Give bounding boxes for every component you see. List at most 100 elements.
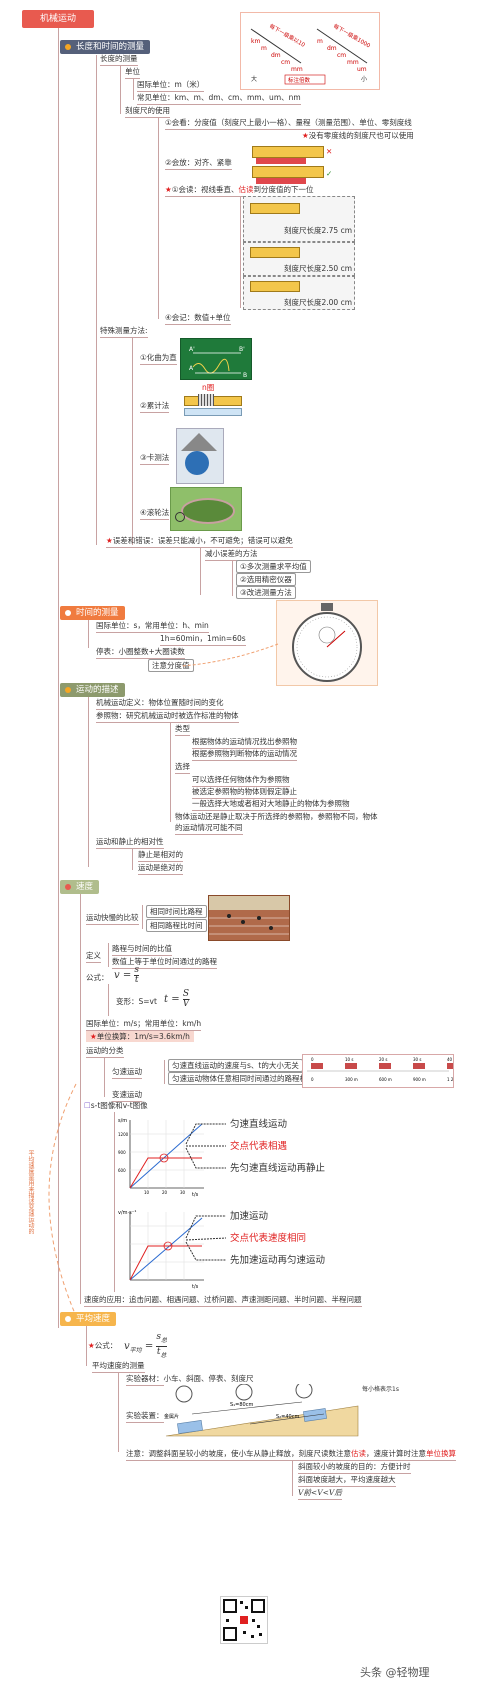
root-node[interactable]: 机械运动 xyxy=(22,10,94,28)
wrong-mark-icon: ✕ xyxy=(326,147,333,156)
method-clamp[interactable]: ③卡测法 xyxy=(140,452,170,465)
special-methods[interactable]: 特殊测量方法: xyxy=(100,325,148,338)
define-line xyxy=(108,943,109,967)
read-line xyxy=(240,196,241,308)
star-icon: ★ xyxy=(106,536,113,545)
unit-cm2: cm xyxy=(337,52,346,59)
common-unit: 常见单位：km、m、dm、cm、mm、um、nm xyxy=(137,92,301,105)
place-rule[interactable]: ②会放：对齐、紧靠 xyxy=(165,157,232,170)
qr-code xyxy=(220,1596,268,1644)
uniform-1: 匀速直线运动的速度与s、t的大小无关 xyxy=(168,1059,303,1072)
speed-conversion[interactable]: ★单位换算：1m/s=3.6km/h xyxy=(86,1031,194,1042)
reduce-method-3: ③改进测量方法 xyxy=(236,586,296,599)
distance-label: 900 m xyxy=(413,1077,426,1082)
time-label: 0 xyxy=(311,1057,314,1062)
unit-node[interactable]: 单位 xyxy=(125,66,140,79)
ref-type-2: 根据参照物判断物体的运动情况 xyxy=(192,748,297,761)
avg-device[interactable]: 实验装置： xyxy=(126,1410,164,1423)
method-curve[interactable]: ①化曲为直 xyxy=(140,352,177,365)
speed-compare[interactable]: 运动快慢的比较 xyxy=(86,912,139,925)
reduce-error[interactable]: 减小误差的方法 xyxy=(205,548,258,561)
incline-svg: S₁=80cm S₂=40cm 金属片 xyxy=(164,1381,359,1437)
ref-choose[interactable]: 选择 xyxy=(175,761,190,774)
ref-type[interactable]: 类型 xyxy=(175,723,190,736)
section-title: 时间的测量 xyxy=(76,608,119,618)
distance-label: 1 200 m xyxy=(447,1077,453,1082)
speed-application[interactable]: 速度的应用：追击问题、相遇问题、过桥问题、声速测距问题、半时问题、半程问题 xyxy=(84,1294,362,1307)
flower-bed xyxy=(181,498,235,524)
note-text-c: ，速度计算时注意 xyxy=(366,1449,426,1458)
reference[interactable]: 参照物：研究机械运动时被选作标准的物体 xyxy=(96,710,239,723)
unit-mm2: mm xyxy=(347,59,359,66)
length-measure[interactable]: 长度的测量 xyxy=(100,53,138,66)
section-speed[interactable]: 速度 xyxy=(60,880,100,894)
look-rule[interactable]: ①会看：分度值（刻度尺上最小一格）、量程（测量范围）、单位、零刻度线 xyxy=(165,117,412,130)
time-label: 20 s xyxy=(379,1057,387,1062)
unit-conversion-svg: km m dm cm mm m dm cm mm um 每下一级乘以10 每下一… xyxy=(250,22,372,85)
unit-m: m xyxy=(261,45,267,52)
st-tick-y: 600 xyxy=(118,1168,126,1173)
car-icon xyxy=(413,1063,425,1069)
st-label-2: 交点代表相遇 xyxy=(230,1141,288,1152)
read-example-3: 刻度尺长度2.00 cm xyxy=(243,276,355,310)
section-average-speed[interactable]: 平均速度 xyxy=(60,1312,117,1326)
st-graph: s/m t/s 1200 900 600 10 20 30 xyxy=(118,1114,208,1198)
read-result-3: 刻度尺长度2.00 cm xyxy=(284,298,353,307)
reduce-line xyxy=(232,560,233,596)
note-1: 斜面较小的坡度的目的：方便计时 xyxy=(298,1461,411,1474)
section-length-time[interactable]: 长度和时间的测量 xyxy=(60,40,151,54)
stopwatch-reading[interactable]: 停表：小圈整数+大圈读数 xyxy=(96,646,185,659)
error-line xyxy=(200,547,201,595)
wheel-shape xyxy=(175,512,185,522)
connector-arrow xyxy=(181,643,279,667)
object-image-1 xyxy=(256,158,306,164)
zero-note-text: 没有零度线的刻度尺也可以使用 xyxy=(308,131,414,140)
s2-line xyxy=(88,620,89,648)
st-tick-y: 1200 xyxy=(118,1132,129,1137)
avg-note[interactable]: 注意：调整斜面呈较小的坡度，使小车从静止释放，刻度尺读数注意估读，速度计算时注意… xyxy=(126,1448,456,1461)
note-text-estimate: 估读 xyxy=(351,1449,366,1458)
distance-label: 0 xyxy=(311,1077,314,1082)
vt-label-3: 先加速运动再匀速运动 xyxy=(230,1255,326,1266)
car-icon xyxy=(379,1063,391,1069)
graphs-node[interactable]: ☐s-t图像和v-t图像 xyxy=(84,1100,148,1111)
record-rule[interactable]: ④会记：数值+单位 xyxy=(165,312,231,325)
error-node[interactable]: ★误差和错误：误差只能减小，不可避免；错误可以避免 xyxy=(106,535,293,548)
uniform-motion[interactable]: 匀速运动 xyxy=(112,1066,142,1079)
relativity[interactable]: 运动和静止的相对性 xyxy=(96,836,164,849)
section-title: 速度 xyxy=(76,882,94,892)
section-time[interactable]: 时间的测量 xyxy=(60,606,125,620)
error-text: 误差和错误：误差只能减小，不可避免；错误可以避免 xyxy=(112,536,293,545)
variable-motion[interactable]: 变速运动 xyxy=(112,1089,142,1102)
label-a-prime: A' xyxy=(189,346,195,353)
time-label: 30 s xyxy=(413,1057,421,1062)
method-accumulate[interactable]: ②累计法 xyxy=(140,400,170,413)
zero-note: ★没有零度线的刻度尺也可以使用 xyxy=(302,130,414,141)
graphs-title: s-t图像和v-t图像 xyxy=(90,1101,148,1110)
distance-label: 300 m xyxy=(345,1077,358,1082)
unit-um: um xyxy=(357,66,367,73)
ruler-base xyxy=(184,408,242,416)
section-motion[interactable]: 运动的描述 xyxy=(60,683,125,697)
speed-define[interactable]: 定义 xyxy=(86,950,101,963)
time-unit[interactable]: 国际单位：s，常用单位：h、min xyxy=(96,620,209,633)
read-rule[interactable]: ★①会读：视线垂直、估读到分度值的下一位 xyxy=(165,184,314,197)
s3-line xyxy=(88,697,89,867)
st-label-3: 先匀速直线运动再静止 xyxy=(230,1163,326,1174)
method-wheel[interactable]: ④滚轮法 xyxy=(140,507,170,520)
motion-def[interactable]: 机械运动定义：物体位置随时间的变化 xyxy=(96,697,224,710)
vt-arrows xyxy=(185,1215,227,1261)
relativity-text-1: 物体运动还是静止取决于所选择的参照物，参照物不同，物体 xyxy=(175,812,378,821)
section-title: 长度和时间的测量 xyxy=(76,42,145,52)
define-1: 路程与时间的比值 xyxy=(112,943,172,956)
read-text-a: ①会读：视线垂直、 xyxy=(171,185,239,194)
unit-mm: mm xyxy=(291,66,303,73)
ruler-use[interactable]: 刻度尺的使用 xyxy=(125,105,170,118)
qr-svg xyxy=(223,1599,265,1641)
checkbox-icon: ☐ xyxy=(84,1101,91,1110)
speed-units[interactable]: 国际单位：m/s；常用单位：km/h xyxy=(86,1018,202,1031)
read-text-estimate: 估读 xyxy=(238,185,254,194)
section-dot-icon xyxy=(65,687,71,693)
unit-line xyxy=(120,66,121,114)
